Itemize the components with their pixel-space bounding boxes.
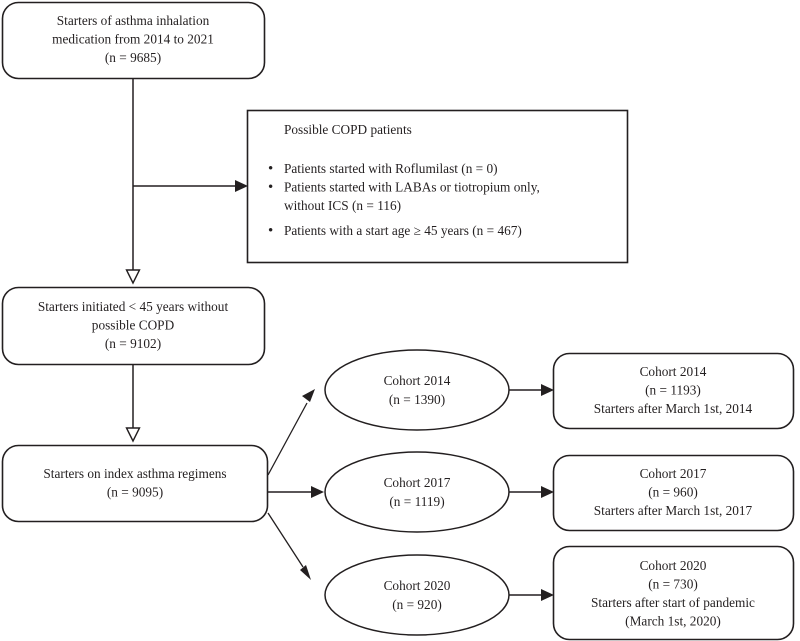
source-population-line-1: Starters of asthma inhalation — [57, 13, 210, 28]
after-exclusion-line-3: (n = 9102) — [105, 336, 161, 351]
excluded-copd-bullet-1-line-1: Patients started with Roflumilast (n = 0… — [284, 161, 498, 176]
cohort-2017-ellipse-shape — [324, 451, 510, 533]
bullet-dot-1: • — [268, 161, 273, 177]
edge-index-to-2017-arrowhead — [311, 486, 324, 498]
cohort-2017-ellipse-line-2: (n = 1119) — [389, 494, 444, 509]
cohort-2017-ellipse-line-1: Cohort 2017 — [384, 475, 451, 490]
excluded-copd-heading: Possible COPD patients — [284, 122, 412, 137]
edge-index-to-2014-arrowhead — [302, 389, 315, 402]
node-cohort-2014-ellipse: Cohort 2014 (n = 1390) — [324, 349, 510, 431]
cohort-2014-final-line-2: (n = 1193) — [645, 383, 701, 398]
edge-source-to-excluded-arrowhead — [235, 180, 248, 192]
cohort-2014-final-box — [552, 352, 795, 430]
edge-2017-to-final-arrowhead — [541, 486, 554, 498]
cohort-2020-final-line-4: (March 1st, 2020) — [625, 614, 721, 629]
excluded-copd-box — [246, 109, 629, 264]
cohort-2017-final-line-2: (n = 960) — [648, 485, 698, 500]
edge-source-to-after-exclusion-arrowhead — [125, 269, 141, 285]
cohort-2017-final-line-1: Cohort 2017 — [640, 466, 707, 481]
index-regimens-line-2: (n = 9095) — [107, 485, 163, 500]
excluded-copd-bullet-2-line-1: Patients started with LABAs or tiotropiu… — [284, 180, 540, 195]
cohort-2014-final-line-1: Cohort 2014 — [640, 364, 707, 379]
cohort-2014-final-line-3: Starters after March 1st, 2014 — [594, 401, 753, 416]
cohort-2020-final-box — [552, 545, 795, 641]
node-source-population: Starters of asthma inhalation medication… — [1, 1, 266, 80]
cohort-2020-final-line-2: (n = 730) — [648, 577, 698, 592]
node-cohort-2017-ellipse: Cohort 2017 (n = 1119) — [324, 451, 510, 533]
connectors-group — [125, 79, 554, 601]
edge-index-to-2014-line — [267, 402, 308, 476]
cohort-2014-ellipse-shape — [324, 349, 510, 431]
node-cohort-2017-final: Cohort 2017 (n = 960) Starters after Mar… — [552, 454, 795, 532]
excluded-copd-bullet-2-line-2: without ICS (n = 116) — [284, 198, 401, 213]
node-index-regimens: Starters on index asthma regimens (n = 9… — [1, 444, 269, 523]
bullet-dot-2: • — [268, 180, 273, 196]
index-regimens-box — [1, 444, 269, 523]
cohort-2020-ellipse-line-1: Cohort 2020 — [384, 578, 451, 593]
cohort-2017-final-line-3: Starters after March 1st, 2017 — [594, 503, 753, 518]
after-exclusion-box — [1, 286, 266, 366]
node-cohort-2020-final: Cohort 2020 (n = 730) Starters after sta… — [552, 545, 795, 641]
source-population-line-2: medication from 2014 to 2021 — [52, 32, 214, 47]
after-exclusion-line-2: possible COPD — [92, 318, 175, 333]
cohort-2017-final-box — [552, 454, 795, 532]
node-after-exclusion: Starters initiated < 45 years without po… — [1, 286, 266, 366]
edge-2014-to-final-arrowhead — [541, 384, 554, 396]
edge-after-exclusion-to-index-arrowhead — [125, 427, 141, 443]
bullet-dot-3: • — [268, 223, 273, 239]
index-regimens-line-1: Starters on index asthma regimens — [43, 466, 226, 481]
node-cohort-2020-ellipse: Cohort 2020 (n = 920) — [324, 554, 510, 636]
cohort-2020-ellipse-shape — [324, 554, 510, 636]
source-population-line-3: (n = 9685) — [105, 50, 161, 65]
cohort-2014-ellipse-line-1: Cohort 2014 — [384, 373, 451, 388]
cohort-2020-ellipse-line-2: (n = 920) — [392, 597, 442, 612]
edge-index-to-2020-arrowhead — [300, 565, 311, 580]
node-cohort-2014-final: Cohort 2014 (n = 1193) Starters after Ma… — [552, 352, 795, 430]
edge-2020-to-final-arrowhead — [541, 589, 554, 601]
excluded-copd-bullet-3-line-1: Patients with a start age ≥ 45 years (n … — [284, 223, 522, 238]
cohort-2020-final-line-3: Starters after start of pandemic — [591, 595, 755, 610]
edge-index-to-2020-line — [267, 512, 304, 568]
source-population-box — [1, 1, 266, 80]
cohort-2014-ellipse-line-2: (n = 1390) — [389, 392, 445, 407]
after-exclusion-line-1: Starters initiated < 45 years without — [38, 299, 229, 314]
node-excluded-copd: Possible COPD patients • Patients starte… — [246, 109, 629, 264]
cohort-2020-final-line-1: Cohort 2020 — [640, 558, 707, 573]
